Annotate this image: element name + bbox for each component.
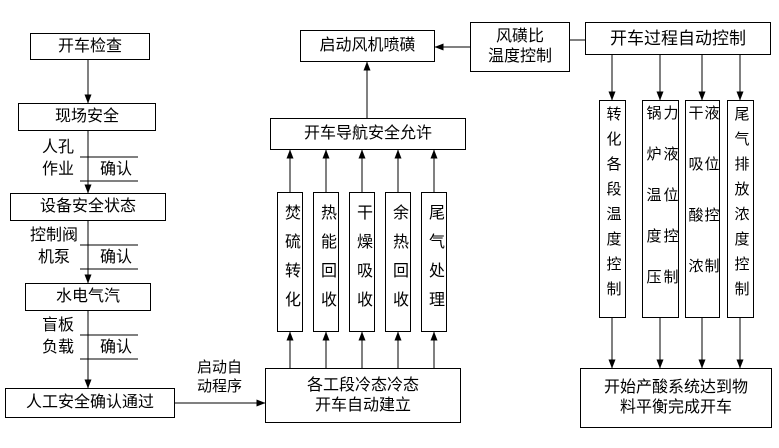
process-label-dry-absorption: 干燥吸收 <box>354 204 371 320</box>
site-safety-box: 现场安全 <box>18 103 156 131</box>
start-fan-sulfur-box: 启动风机喷磺 <box>300 30 435 62</box>
ratio-temp-line1: 风磺比 <box>495 28 544 45</box>
process-box-dry-absorption: 干燥吸收 <box>349 192 375 332</box>
cold-start-establish-box: 各工段冷态冷态 开车自动建立 <box>265 368 461 423</box>
startup-navigation-permit-box: 开车导航安全允许 <box>270 118 466 150</box>
confirm-label-3: 确认 <box>99 339 132 356</box>
valve-pump-label: 控制阀 机泵 <box>27 225 81 269</box>
confirm-label-1: 确认 <box>99 161 132 178</box>
cold-start-line1: 各工段冷态冷态 <box>306 376 419 394</box>
ratio-temp-control-box: 风磺比 温度控制 <box>470 22 570 72</box>
ratio-temp-line2: 温度控制 <box>487 48 552 65</box>
control-box-conversion-temp: 转化各段温度控制 <box>599 100 626 318</box>
process-box-waste-heat: 余热回收 <box>385 192 411 332</box>
manhole-label-line1: 人孔 <box>41 139 74 156</box>
control-label-boiler: 锅炉温度压力液位控制 <box>644 105 678 310</box>
confirm-label-2: 确认 <box>99 249 132 266</box>
blind-plate-label-line2: 负载 <box>41 339 74 356</box>
process-label-sulfur-conversion: 焚硫转化 <box>282 204 299 320</box>
startup-auto-control-box: 开车过程自动控制 <box>585 22 771 55</box>
valve-pump-label-line1: 控制阀 <box>29 227 78 244</box>
valve-pump-label-line2: 机泵 <box>37 249 70 266</box>
process-box-sulfur-conversion: 焚硫转化 <box>277 192 303 332</box>
utilities-box: 水电气汽 <box>25 283 151 311</box>
process-label-tail-gas: 尾气处理 <box>426 204 443 320</box>
manhole-label-line2: 作业 <box>41 161 74 178</box>
cold-start-line2: 开车自动建立 <box>314 396 411 414</box>
startup-complete-line1: 开始产酸系统达到物 <box>603 379 748 396</box>
process-box-tail-gas: 尾气处理 <box>421 192 447 332</box>
process-box-heat-recovery: 热能回收 <box>313 192 339 332</box>
manual-safety-confirm-box: 人工安全确认通过 <box>5 388 175 418</box>
control-label-emission: 尾气排放浓度控制 <box>732 106 749 306</box>
blind-plate-label: 盲板 负载 <box>33 315 83 359</box>
process-label-waste-heat: 余热回收 <box>390 204 407 320</box>
control-label-conversion-temp: 转化各段温度控制 <box>604 106 621 306</box>
startup-complete-line2: 料平衡完成开车 <box>619 399 732 416</box>
process-label-heat-recovery: 热能回收 <box>318 204 335 320</box>
startup-complete-box: 开始产酸系统达到物 料平衡完成开车 <box>580 368 772 428</box>
control-box-emission: 尾气排放浓度控制 <box>727 100 754 318</box>
start-program-label: 启动自动程序 <box>197 360 243 395</box>
control-label-acid-level: 干吸酸浓液位控制 <box>686 105 719 309</box>
control-box-boiler: 锅炉温度压力液位控制 <box>642 100 679 318</box>
startup-check-box: 开车检查 <box>30 33 150 60</box>
equipment-safety-box: 设备安全状态 <box>10 193 166 221</box>
blind-plate-label-line1: 盲板 <box>41 317 74 334</box>
control-box-acid-level: 干吸酸浓液位控制 <box>685 100 720 318</box>
manhole-work-label: 人孔 作业 <box>33 137 83 181</box>
